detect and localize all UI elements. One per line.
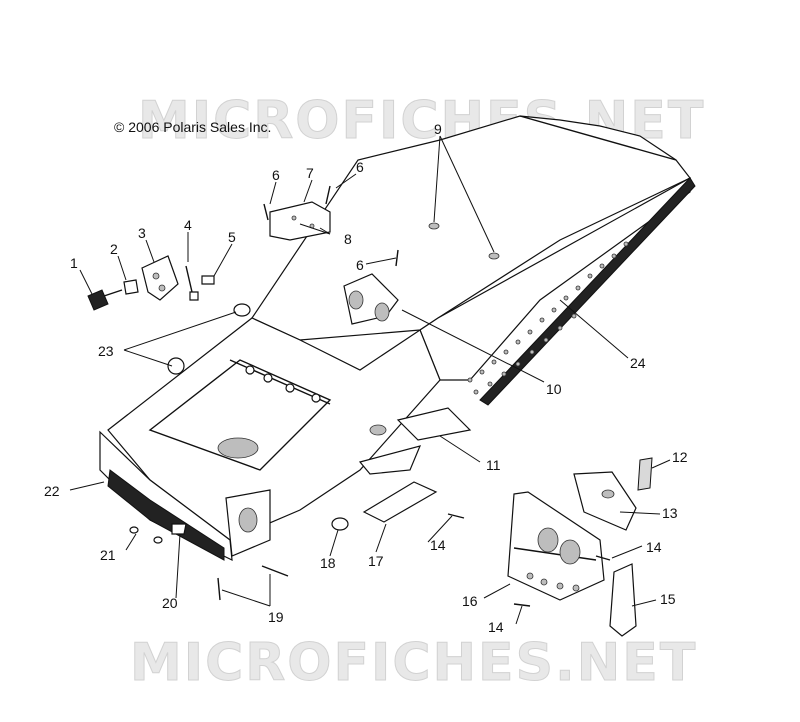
part-17-panel: [362, 481, 438, 523]
callout-14a: 14: [430, 537, 446, 553]
watermark-top: MICROFICHES.NET: [138, 91, 705, 151]
callout-17: 17: [368, 553, 384, 569]
callout-16: 16: [462, 593, 478, 609]
part-14-fasteners: [447, 513, 611, 607]
callout-1: 1: [70, 255, 78, 271]
callout-14b: 14: [646, 539, 662, 555]
callout-19: 19: [268, 609, 284, 625]
callout-8: 8: [344, 231, 352, 247]
part-16-footrest-bracket: [507, 491, 605, 601]
part-1-grommet: [87, 289, 123, 311]
copyright-notice: © 2006 Polaris Sales Inc.: [114, 119, 271, 135]
part-4-bolt: [185, 265, 199, 301]
callout-4: 4: [184, 217, 192, 233]
callout-numbers: 1 2 3 4 5 6 7 6 8 9 6 10 11 12 13 14 14 …: [44, 121, 688, 635]
callout-13: 13: [662, 505, 678, 521]
callout-23: 23: [98, 343, 114, 359]
part-3-bracket: [141, 255, 179, 301]
part-19-bolts: [217, 565, 289, 601]
part-5-screw: [201, 275, 215, 285]
callout-22: 22: [44, 483, 60, 499]
chassis-tunnel: [99, 115, 696, 562]
callout-6b: 6: [356, 159, 364, 175]
callout-15: 15: [660, 591, 676, 607]
part-15-plate: [609, 563, 637, 637]
callout-7: 7: [306, 165, 314, 181]
part-20-mount: [171, 523, 187, 535]
callout-11: 11: [486, 457, 501, 473]
watermark-bottom: MICROFICHES.NET: [130, 633, 697, 693]
callout-12: 12: [672, 449, 688, 465]
side-perforations: [467, 241, 629, 395]
callout-6c: 6: [356, 257, 364, 273]
part-7-mount-plate: [269, 201, 331, 241]
part-6-fasteners: [263, 185, 399, 267]
callout-9: 9: [434, 121, 442, 137]
part-2-nut: [123, 279, 139, 295]
part-21-rivets: [129, 526, 163, 544]
callout-10: 10: [546, 381, 562, 397]
part-23-plugs: [167, 303, 251, 375]
callout-21: 21: [100, 547, 116, 563]
callout-14c: 14: [488, 619, 504, 635]
part-18-cap: [331, 517, 349, 531]
callout-24: 24: [630, 355, 646, 371]
callout-20: 20: [162, 595, 178, 611]
callout-5: 5: [228, 229, 236, 245]
callout-18: 18: [320, 555, 336, 571]
callout-6a: 6: [272, 167, 280, 183]
callout-3: 3: [138, 225, 146, 241]
leader-lines: [69, 135, 671, 625]
part-12-clip: [637, 457, 653, 491]
callout-2: 2: [110, 241, 118, 257]
part-13-bracket: [573, 471, 637, 531]
